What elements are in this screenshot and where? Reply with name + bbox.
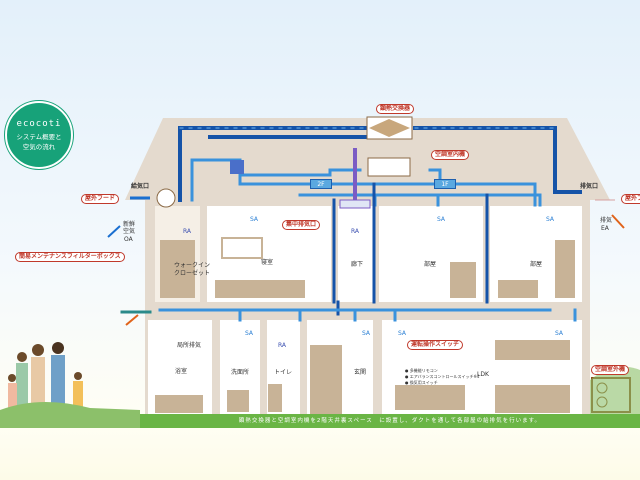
callout-operation-switch: 運転操作スイッチ (407, 340, 464, 350)
room-hallway (338, 206, 373, 302)
logo-subtitle-1: システム概要と (16, 133, 62, 141)
caption-strip: 顕熱交換器と空調室内機を2階天井裏スペース に設置し、ダクトを通して各部屋の給排… (140, 414, 640, 428)
callout-heat-exchanger: 顕熱交換器 (376, 104, 415, 114)
kitchen-cabinet-icon (495, 340, 570, 360)
ducts (120, 126, 582, 322)
floor2-branch-box: 2F (310, 179, 332, 189)
callout-outdoor-hood-right: 屋外フード (621, 194, 640, 204)
ldk-label: LDK (477, 371, 489, 378)
switch-list-item: ● 多機能リモコン (405, 368, 438, 373)
ea-arrow (611, 214, 625, 229)
bathroom-label: 浴室 (175, 368, 188, 375)
sink-icon (227, 390, 249, 412)
sa-label-ldk-right: SA (555, 330, 564, 337)
toilet-label: トイレ (274, 369, 293, 376)
oa-label: OA (124, 236, 133, 243)
callout-ac-outdoor-unit: 空調室外機 (591, 365, 630, 375)
bathtub-icon (155, 395, 203, 413)
kitchen-counter-icon (495, 385, 570, 413)
bookshelf-icon (555, 240, 575, 298)
brand-name: ecocoti (16, 119, 62, 129)
exhaust-port-label: 排気口 (580, 183, 599, 190)
supply-port-label: 給気口 (131, 183, 150, 190)
ra-label-toilet: RA (278, 342, 287, 349)
logo-subtitle-2: 空気の流れ (22, 142, 56, 151)
wardrobe-icon (450, 262, 476, 298)
callout-outdoor-hood-left: 屋外フード (81, 194, 120, 204)
ra-label-closet: RA (183, 228, 192, 235)
picture-icon (221, 237, 263, 259)
family-illustration (8, 342, 83, 409)
sa-label-bedroom: SA (250, 216, 259, 223)
sa-label-entrance: SA (362, 330, 371, 337)
switch-list-item: ● 換気用スイッチ (405, 380, 438, 385)
damper-box (230, 160, 244, 174)
bedroom-label: 寝室 (261, 259, 274, 266)
sa-label-washroom: SA (245, 330, 254, 337)
room-a-label: 部屋 (424, 261, 437, 268)
sa-label-ldk-left: SA (398, 330, 407, 337)
sofa-icon (395, 385, 465, 410)
closet-shelves-icon (160, 240, 195, 298)
bed-icon (215, 280, 305, 298)
switch-list-item: ● エアバランスコントロールスイッチ※4 (405, 374, 480, 379)
ecocoti-logo-badge: ecocoti システム概要と 空気の流れ (5, 101, 73, 169)
central-exhaust-grille (339, 199, 371, 209)
callout-ac-indoor-unit: 空調室内機 (431, 150, 470, 160)
callout-central-exhaust: 集中排気口 (282, 220, 321, 230)
oa-arrow (107, 225, 121, 238)
room-b-label: 部屋 (530, 261, 543, 268)
furniture-icons (155, 237, 575, 414)
fresh-air-label-2: 空気 (123, 228, 136, 235)
filter-box (156, 188, 176, 208)
sa-label-room-a: SA (437, 216, 446, 223)
desk-icon (498, 280, 538, 298)
local-exhaust-label: 局所排気 (177, 342, 202, 349)
washroom-label: 洗面所 (231, 369, 250, 376)
floor1-branch-box: 1F (434, 179, 456, 189)
toilet-icon (268, 384, 282, 412)
walkin-label-2: クローゼット (174, 270, 211, 277)
callout-filter-box: 簡易メンテナンスフィルターボックス (15, 252, 125, 262)
fresh-air-label-1: 新鮮 (123, 221, 136, 228)
exhaust-label: 排気 (600, 217, 613, 224)
ra-label-hallway: RA (351, 228, 360, 235)
walkin-label-1: ウォークイン (174, 262, 211, 269)
entrance-label: 玄関 (354, 369, 367, 376)
hallway-label: 廊下 (351, 261, 364, 268)
door-icon (310, 345, 342, 414)
ac-indoor-unit (367, 157, 411, 177)
sa-label-room-b: SA (546, 216, 555, 223)
ea-label: EA (601, 225, 609, 232)
